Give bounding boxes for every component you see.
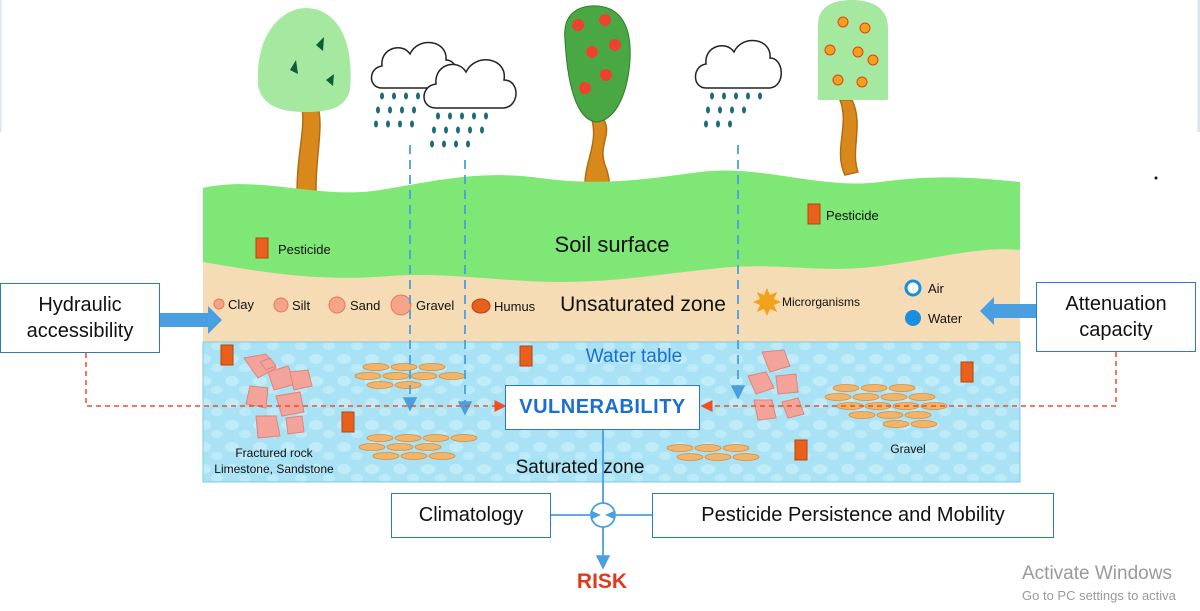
hydraulic-label-line1: Hydraulic [38,294,122,316]
red-dashed-arrows [85,352,1117,412]
hydraulic-arrow-icon [160,306,222,334]
activate-windows-subtitle: Go to PC settings to activa [1022,588,1176,603]
clay-icon [213,298,225,310]
fractured-rock-label-2: Limestone, Sandstone [214,462,334,476]
air-icon [904,279,922,297]
soil-surface-label: Soil surface [555,232,670,257]
clay-label: Clay [228,297,255,312]
attenuation-arrow-icon [980,297,1036,325]
water-label: Water [928,311,963,326]
fractured-rock-right [747,349,805,421]
persistence-mobility-box: Pesticide Persistence and Mobility [652,493,1054,538]
water-table-label: Water table [586,346,682,367]
attenuation-label-line1: Attenuation [1065,293,1167,315]
attenuation-capacity-box: Attenuation capacity [1036,282,1196,352]
humus-label: Humus [494,299,536,314]
saturated-zone-label: Saturated zone [516,457,645,478]
rain-drops [374,92,762,148]
climatology-box: Climatology [391,493,551,538]
gravel-clusters [354,363,948,461]
fractured-rock [243,353,313,439]
gravel-icon [390,294,412,316]
infiltration-arrows [402,145,746,416]
air-label: Air [928,281,945,296]
microorganisms-label: Microrganisms [782,295,860,309]
gravel-label: Gravel [890,442,925,456]
unsaturated-zone-label: Unsaturated zone [560,293,726,316]
fractured-rock-label: Fractured rock [235,446,313,460]
soil-surface-layer [203,170,1020,282]
silt-icon [273,297,289,313]
pesticide-label-left: Pesticide [278,242,331,257]
tree-2 [564,5,631,231]
activate-windows-title: Activate Windows [1022,563,1172,584]
sand-icon [328,296,346,314]
vulnerability-box: VULNERABILITY [505,385,700,430]
pesticide-markers [220,203,974,461]
hydraulic-accessibility-box: Hydraulic accessibility [0,283,160,353]
cloud-2 [423,59,517,109]
pesticide-label-right: Pesticide [826,208,879,223]
tree-3 [818,0,888,176]
cloud-3 [694,39,782,89]
sand-label: Sand [350,298,380,313]
water-drop-icon [905,310,921,326]
gravel-particle-label: Gravel [416,298,454,313]
attenuation-label-line2: capacity [1079,319,1153,341]
humus-icon [471,298,491,314]
silt-label: Silt [292,298,310,313]
hydraulic-label-line2: accessibility [26,320,134,342]
microorganism-icon [753,288,781,316]
particle-icons [213,279,922,326]
junction-icon [590,502,616,528]
risk-label: RISK [576,570,628,593]
